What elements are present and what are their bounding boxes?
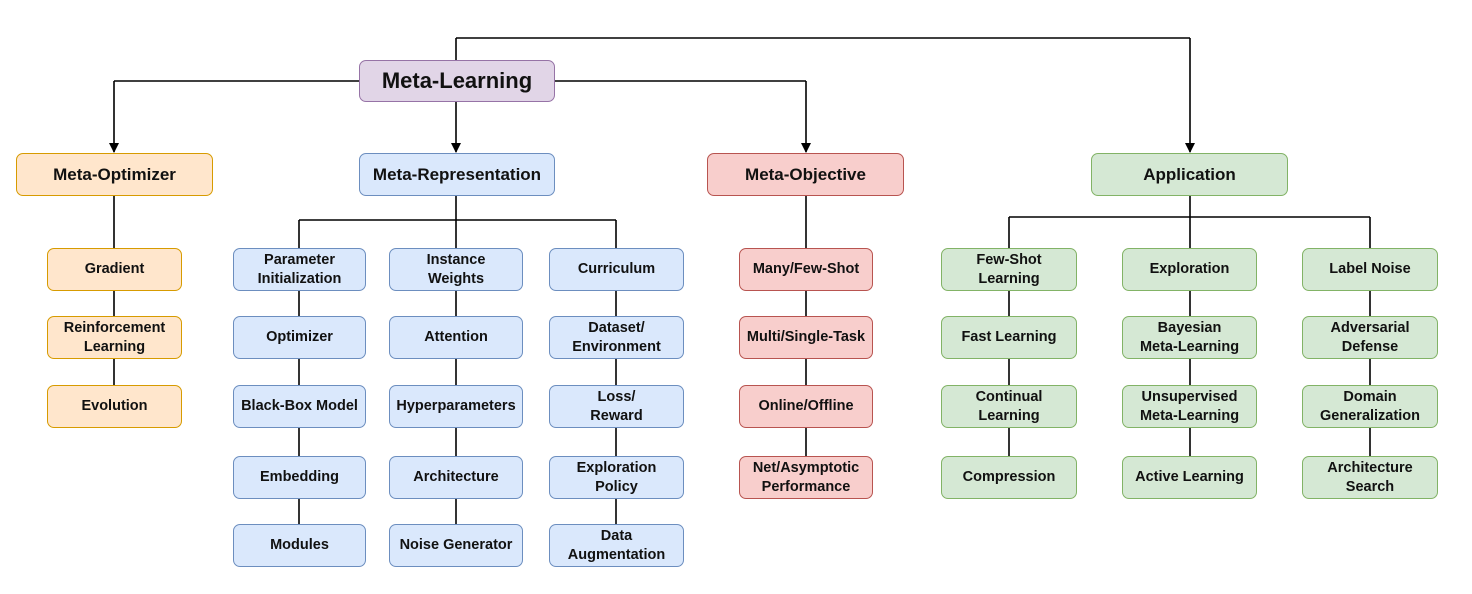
application-item: Domain Generalization	[1302, 385, 1438, 428]
representation-item: Hyperparameters	[389, 385, 523, 428]
application-item: Fast Learning	[941, 316, 1077, 359]
objective-item: Net/Asymptotic Performance	[739, 456, 873, 499]
category-application: Application	[1091, 153, 1288, 196]
application-item: Compression	[941, 456, 1077, 499]
category-meta-optimizer: Meta-Optimizer	[16, 153, 213, 196]
representation-item: Attention	[389, 316, 523, 359]
application-item: Few-Shot Learning	[941, 248, 1077, 291]
representation-item: Loss/ Reward	[549, 385, 684, 428]
objective-item: Multi/Single-Task	[739, 316, 873, 359]
application-item: Bayesian Meta-Learning	[1122, 316, 1257, 359]
representation-item: Dataset/ Environment	[549, 316, 684, 359]
representation-item: Optimizer	[233, 316, 366, 359]
representation-item: Noise Generator	[389, 524, 523, 567]
application-item: Adversarial Defense	[1302, 316, 1438, 359]
representation-item: Architecture	[389, 456, 523, 499]
root-node-meta-learning: Meta-Learning	[359, 60, 555, 102]
representation-item: Instance Weights	[389, 248, 523, 291]
objective-item: Many/Few-Shot	[739, 248, 873, 291]
application-item: Label Noise	[1302, 248, 1438, 291]
representation-item: Black-Box Model	[233, 385, 366, 428]
category-meta-objective: Meta-Objective	[707, 153, 904, 196]
representation-item: Embedding	[233, 456, 366, 499]
representation-item: Data Augmentation	[549, 524, 684, 567]
application-item: Architecture Search	[1302, 456, 1438, 499]
representation-item: Curriculum	[549, 248, 684, 291]
application-item: Exploration	[1122, 248, 1257, 291]
representation-item: Modules	[233, 524, 366, 567]
objective-item: Online/Offline	[739, 385, 873, 428]
representation-item: Exploration Policy	[549, 456, 684, 499]
optimizer-item: Gradient	[47, 248, 182, 291]
optimizer-item: Evolution	[47, 385, 182, 428]
category-meta-representation: Meta-Representation	[359, 153, 555, 196]
application-item: Continual Learning	[941, 385, 1077, 428]
optimizer-item: Reinforcement Learning	[47, 316, 182, 359]
application-item: Unsupervised Meta-Learning	[1122, 385, 1257, 428]
application-item: Active Learning	[1122, 456, 1257, 499]
representation-item: Parameter Initialization	[233, 248, 366, 291]
